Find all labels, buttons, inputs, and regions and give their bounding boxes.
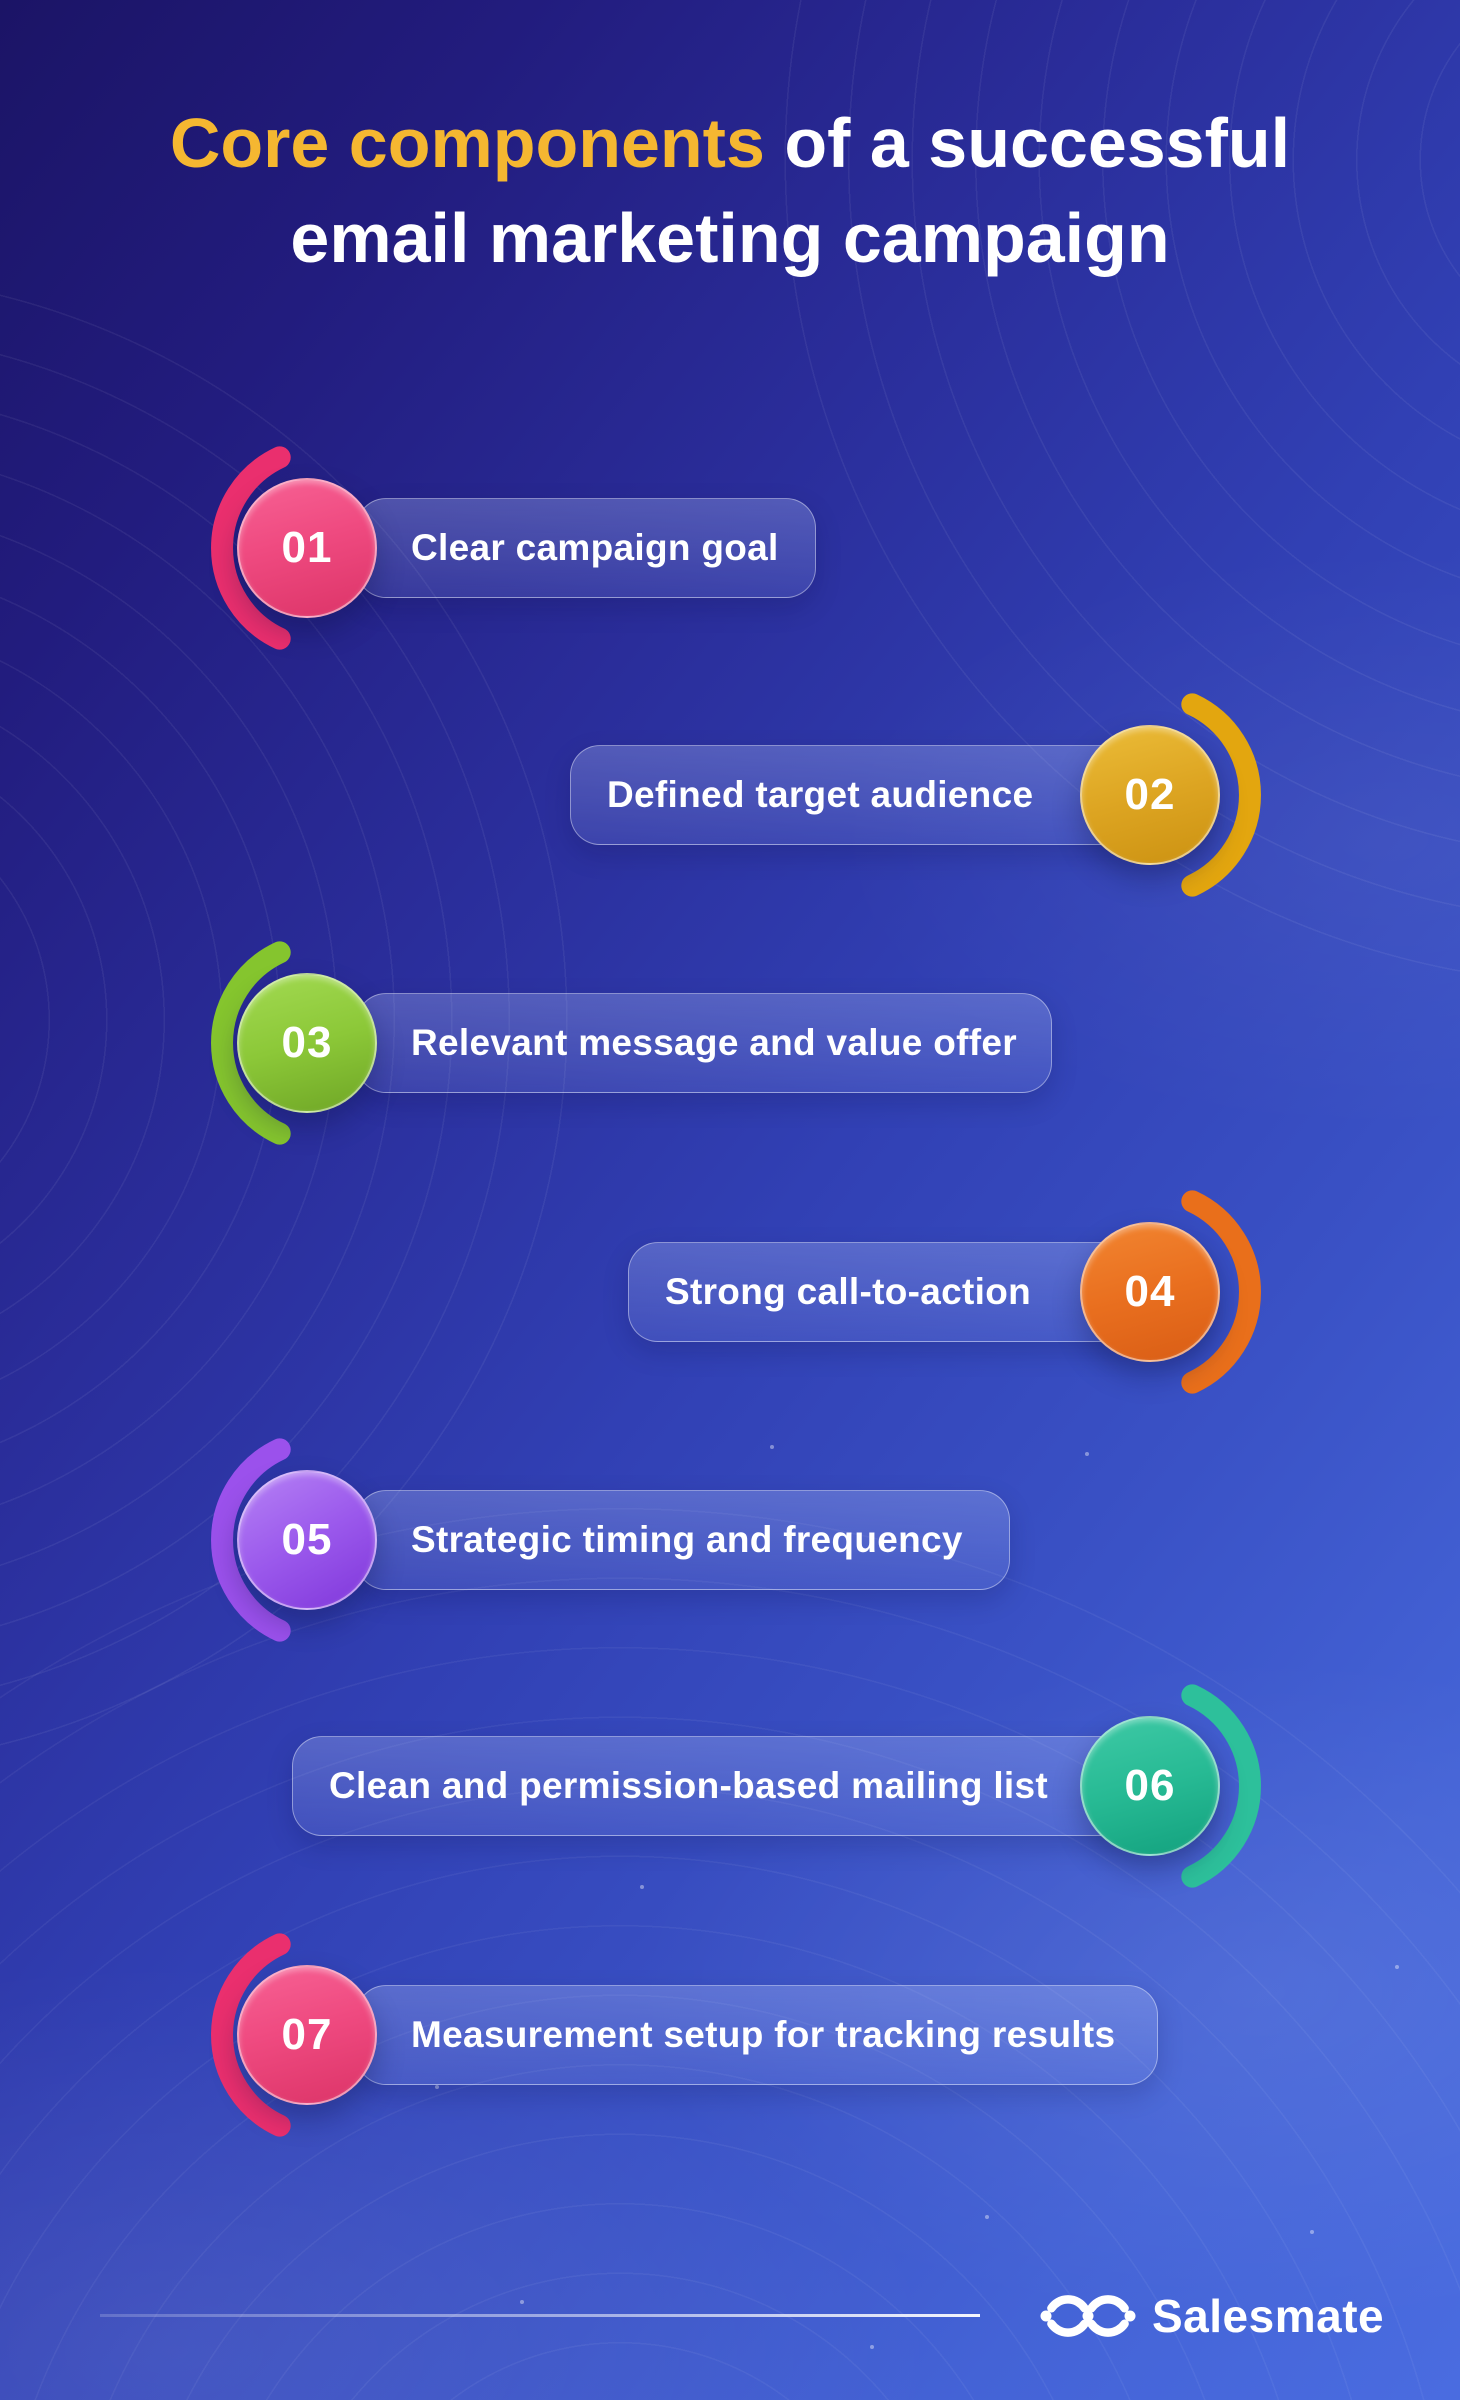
step-number-badge: 06 xyxy=(1080,1716,1220,1856)
star-dot xyxy=(870,2345,874,2349)
star-dot xyxy=(1310,2230,1314,2234)
star-dot xyxy=(1085,1452,1089,1456)
salesmate-logo: Salesmate xyxy=(1038,2286,1384,2346)
step-number-badge: 05 xyxy=(237,1470,377,1610)
step-arc-icon xyxy=(1181,693,1261,897)
step-row-07: Measurement setup for tracking results 0… xyxy=(0,1933,1460,2137)
page-title: Core components of a successful email ma… xyxy=(0,96,1460,286)
step-arc-icon xyxy=(211,941,291,1145)
step-arc-icon xyxy=(211,446,291,650)
step-row-03: Relevant message and value offer 03 xyxy=(0,941,1460,1145)
step-number-badge: 07 xyxy=(237,1965,377,2105)
footer-divider xyxy=(100,2314,980,2317)
star-dot xyxy=(520,2300,524,2304)
step-row-02: Defined target audience 02 xyxy=(0,693,1460,897)
step-arc-icon xyxy=(1181,1190,1261,1394)
page-title-line1: Core components of a successful xyxy=(0,96,1460,191)
step-label-pill: Relevant message and value offer xyxy=(356,993,1052,1093)
star-dot xyxy=(640,1885,644,1889)
star-dot xyxy=(1395,1965,1399,1969)
page-title-line2: email marketing campaign xyxy=(290,199,1170,277)
page-title-line1-rest: of a successful xyxy=(764,104,1291,182)
step-number-badge: 01 xyxy=(237,478,377,618)
star-dot xyxy=(770,1445,774,1449)
step-label-pill: Clear campaign goal xyxy=(356,498,816,598)
page-title-highlight: Core components xyxy=(169,104,765,182)
step-row-04: Strong call-to-action 04 xyxy=(0,1190,1460,1394)
step-arc-icon xyxy=(211,1933,291,2137)
salesmate-logo-text: Salesmate xyxy=(1152,2290,1385,2342)
step-number-badge: 04 xyxy=(1080,1222,1220,1362)
step-label-pill: Measurement setup for tracking results xyxy=(356,1985,1158,2085)
step-label-pill: Strategic timing and frequency xyxy=(356,1490,1010,1590)
step-number-badge: 02 xyxy=(1080,725,1220,865)
step-label-pill: Clean and permission-based mailing list xyxy=(292,1736,1210,1836)
step-arc-icon xyxy=(211,1438,291,1642)
star-dot xyxy=(985,2215,989,2219)
star-dot xyxy=(435,2085,439,2089)
salesmate-logo-icon xyxy=(1040,2295,1136,2337)
step-row-05: Strategic timing and frequency 05 xyxy=(0,1438,1460,1642)
step-number-badge: 03 xyxy=(237,973,377,1113)
step-arc-icon xyxy=(1181,1684,1261,1888)
step-row-01: Clear campaign goal 01 xyxy=(0,446,1460,650)
step-row-06: Clean and permission-based mailing list … xyxy=(0,1684,1460,1888)
